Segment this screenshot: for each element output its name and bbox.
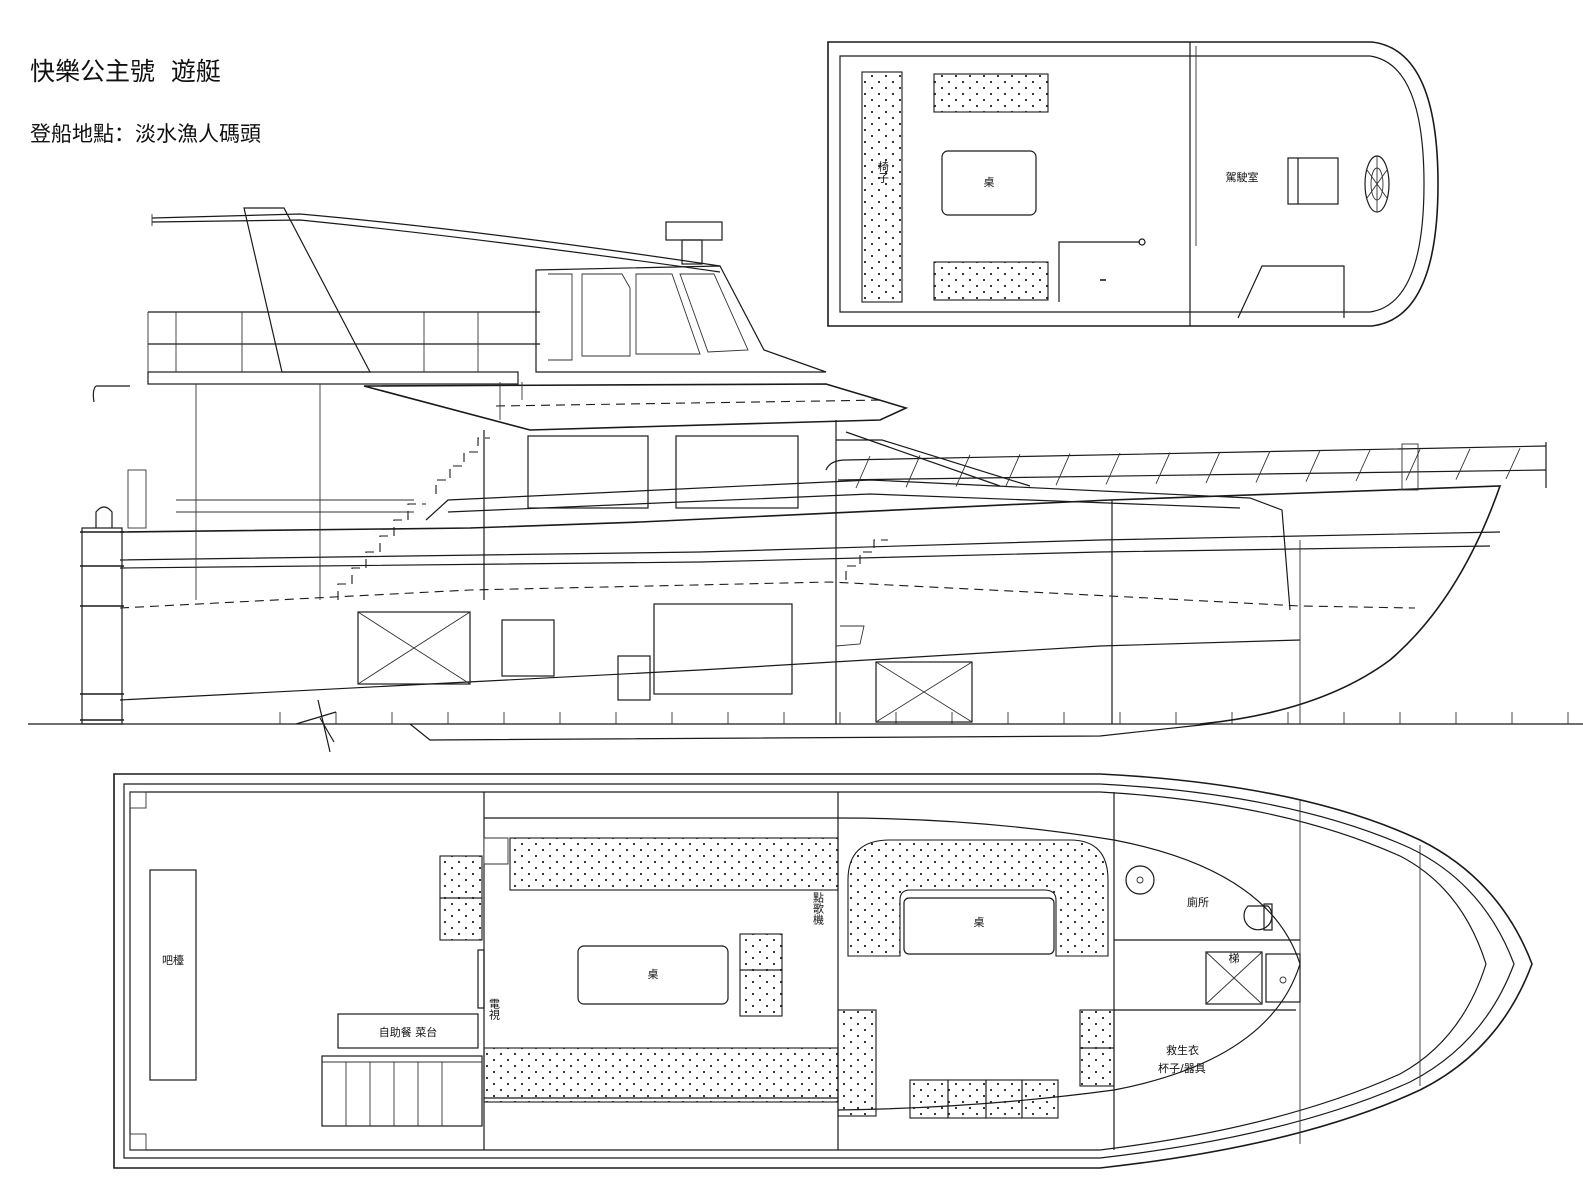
side-elevation xyxy=(28,207,1583,753)
upper-cushion-bottom xyxy=(933,261,1049,301)
stern-post xyxy=(81,527,123,725)
hatch-aft xyxy=(357,611,471,685)
wheelhouse-label: 駕駛室 xyxy=(1226,170,1259,184)
salon-table-label: 桌 xyxy=(648,968,659,981)
upper-table xyxy=(941,150,1037,216)
hatch-fwd xyxy=(875,661,973,723)
lounge-table xyxy=(903,897,1055,955)
karaoke-label: 點歌機 xyxy=(812,892,825,926)
buffet-label: 自助餐 菜台 xyxy=(379,1025,438,1039)
hatch-box xyxy=(1205,951,1263,1005)
cabin-window-fwd xyxy=(675,435,799,509)
hatch-label: 梯 xyxy=(1229,952,1240,965)
cabin-window-aft xyxy=(527,435,649,509)
upper-bench-seat xyxy=(861,71,903,303)
basin xyxy=(1265,953,1301,1003)
helm-seat xyxy=(1287,157,1339,205)
sink-icon xyxy=(1125,865,1155,895)
boarding-location: 登船地點：淡水漁人碼頭 xyxy=(30,122,261,146)
lifejacket-label: 救生衣 xyxy=(1166,1043,1199,1057)
bar-label: 吧檯 xyxy=(162,953,184,967)
toilet-label: 廁所 xyxy=(1187,895,1209,909)
engine-box xyxy=(653,603,793,695)
plan-title: 快樂公主號 遊艇 xyxy=(30,57,221,86)
stairs-down xyxy=(321,1055,483,1127)
upper-table-label: 桌 xyxy=(984,176,995,189)
salon-table xyxy=(577,945,729,1005)
equipment-label: 杯子/器具 xyxy=(1158,1061,1206,1075)
tv-label: 電視 xyxy=(488,998,501,1021)
buffet-counter xyxy=(337,1013,479,1049)
radar-dome xyxy=(665,221,723,241)
lounge-table-label: 桌 xyxy=(974,916,985,929)
main-deck-plan: 吧檯 自助餐 菜台 桌 電視 點歌機 桌 xyxy=(113,773,1533,1169)
bar-counter xyxy=(149,869,197,1081)
upper-cushion-top xyxy=(933,73,1049,113)
upper-deck-plan: 椅子 桌 駕駛室 xyxy=(827,41,1439,327)
chair-label: 椅子 xyxy=(877,160,890,183)
